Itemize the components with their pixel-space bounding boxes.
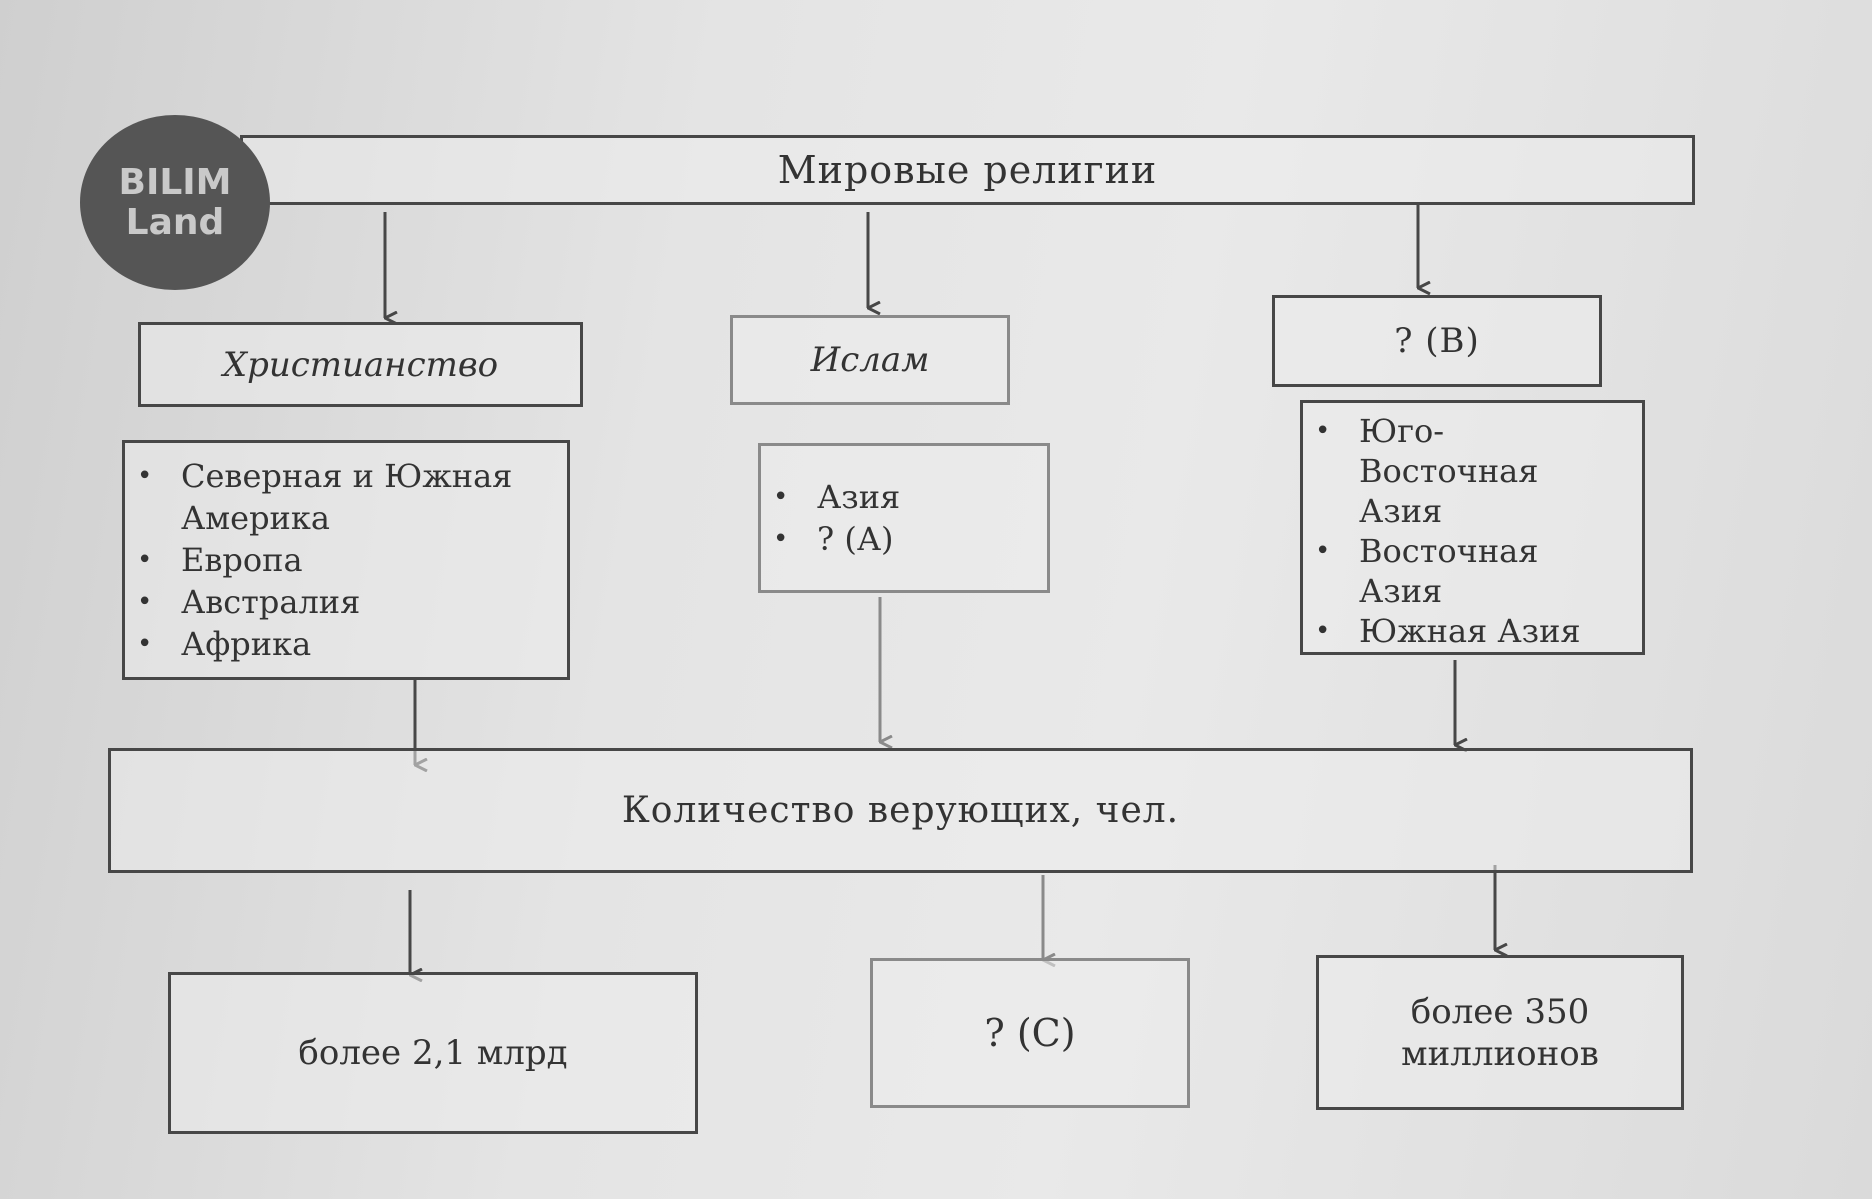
count-box-christianity: более 2,1 млрд — [168, 972, 698, 1134]
religion-name-b: ? (В) — [1394, 321, 1480, 361]
religion-name-christianity: Христианство — [222, 344, 499, 385]
count-value-christianity: более 2,1 млрд — [298, 1033, 568, 1073]
count-box-islam: ? (С) — [870, 958, 1190, 1108]
religion-box-b: ? (В) — [1272, 295, 1602, 387]
region-item: ? (А) — [761, 518, 1047, 560]
logo-line-1: BILIM — [118, 161, 232, 203]
regions-religion-b: Юго-Восточная Азия Восточная Азия Южная … — [1300, 400, 1645, 655]
diagram-title: Мировые религии — [777, 148, 1158, 192]
believers-box: Количество верующих, чел. — [108, 748, 1693, 873]
believers-title: Количество верующих, чел. — [621, 790, 1180, 831]
region-item: Африка — [125, 623, 555, 665]
religion-box-christianity: Христианство — [138, 322, 583, 407]
region-item: Юго-Восточная Азия — [1303, 411, 1642, 531]
logo-line-2: Land — [125, 201, 225, 243]
count-box-religion-b: более 350 миллионов — [1316, 955, 1684, 1110]
religion-box-islam: Ислам — [730, 315, 1010, 405]
region-item: Европа — [125, 539, 555, 581]
region-item: Азия — [761, 476, 1047, 518]
regions-christianity: Северная и Южная Америка Европа Австрали… — [122, 440, 570, 680]
region-item: Южная Азия — [1303, 611, 1642, 651]
regions-islam: Азия ? (А) — [758, 443, 1050, 593]
title-box: Мировые религии — [240, 135, 1695, 205]
count-value-islam: ? (С) — [984, 1011, 1076, 1055]
region-item: Северная и Южная Америка — [125, 455, 555, 539]
religion-name-islam: Ислам — [810, 340, 930, 380]
region-item: Восточная Азия — [1303, 531, 1642, 611]
region-item: Австралия — [125, 581, 555, 623]
bilim-land-logo: BILIM Land — [80, 115, 270, 290]
count-value-religion-b: более 350 миллионов — [1401, 991, 1599, 1074]
